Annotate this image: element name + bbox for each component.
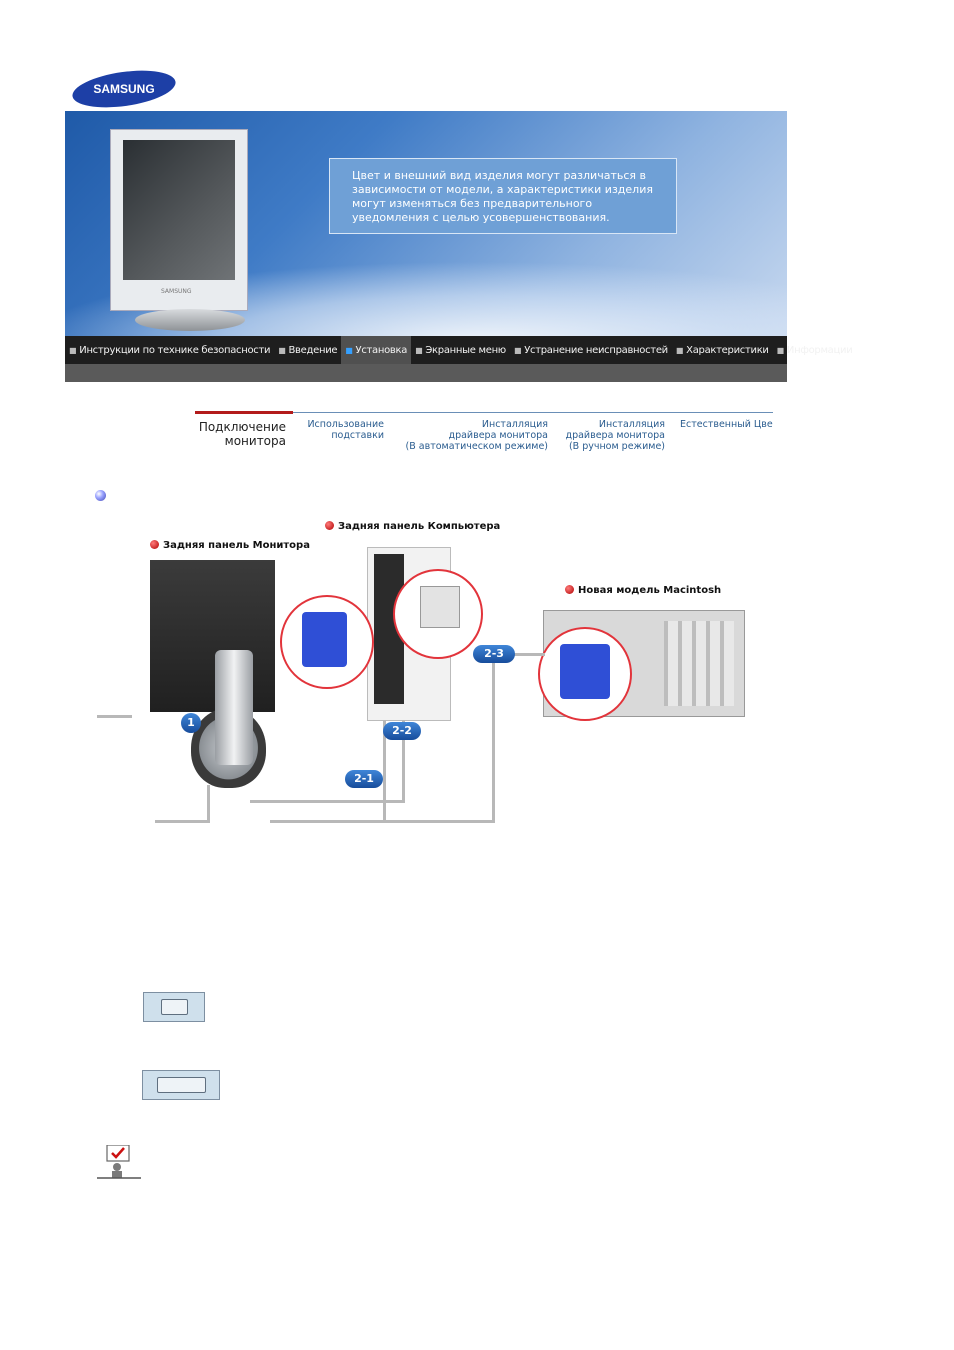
stand-neck — [215, 650, 253, 765]
badge-1: 1 — [181, 713, 201, 733]
nav-underbar — [65, 364, 787, 382]
square-bullet-icon: ■ — [513, 345, 522, 355]
tab-use-stand[interactable]: Использование подставки — [307, 419, 384, 441]
dvi-port-icon — [142, 1070, 220, 1100]
monitor-back-image — [150, 560, 275, 712]
tab-connect-monitor[interactable]: Подключение монитора — [198, 420, 286, 448]
sub-nav: Подключение монитора Использование подст… — [195, 411, 773, 459]
disclaimer-note: Цвет и внешний вид изделия могут различа… — [329, 158, 677, 234]
square-bullet-icon: ■ — [776, 345, 785, 355]
tab-natural-color[interactable]: Естественный Цвет — [680, 419, 773, 430]
dvi-zoom-circle — [393, 569, 483, 659]
mac-vga-zoom-circle — [538, 627, 632, 721]
badge-2-2: 2-2 — [383, 722, 421, 740]
tab-driver-auto[interactable]: Инсталляция драйвера монитора (В автомат… — [405, 419, 548, 452]
nav-item-specs[interactable]: ■Характеристики — [675, 344, 769, 356]
nav-item-safety[interactable]: ■Инструкции по технике безопасности — [69, 344, 271, 356]
square-bullet-icon: ■ — [675, 345, 684, 355]
square-bullet-icon: ■ — [69, 345, 77, 355]
logo-text: SAMSUNG — [93, 82, 154, 96]
nav-item-setup[interactable]: ■Установка — [341, 336, 412, 364]
vga-port-icon — [143, 992, 205, 1022]
monitor-image: SAMSUNG — [110, 129, 248, 311]
square-bullet-icon: ■ — [415, 345, 423, 355]
red-dot-icon — [150, 540, 159, 549]
nav-item-info[interactable]: ■Информации — [776, 344, 853, 356]
hero-banner: SAMSUNG Цвет и внешний вид изделия могут… — [65, 111, 787, 336]
tab-driver-manual[interactable]: Инсталляция драйвера монитора (В ручном … — [565, 419, 665, 452]
red-dot-icon — [565, 585, 574, 594]
nav-item-intro[interactable]: ■Введение — [278, 344, 338, 356]
nav-item-osd[interactable]: ■Экранные меню — [415, 344, 506, 356]
label-mac: Новая модель Macintosh — [565, 585, 721, 596]
monitor-stand-image — [135, 309, 245, 331]
badge-2-1: 2-1 — [345, 770, 383, 788]
label-computer-back: Задняя панель Компьютера — [325, 521, 500, 532]
connection-diagram: Задняя панель Компьютера Задняя панель М… — [95, 515, 775, 835]
note-icon — [97, 1144, 141, 1179]
square-bullet-icon: ■ — [345, 345, 353, 355]
monitor-brand-label: SAMSUNG — [161, 288, 192, 295]
nav-item-troubleshooting[interactable]: ■Устранение неисправностей — [513, 344, 668, 356]
square-bullet-icon: ■ — [278, 345, 286, 355]
label-monitor-back: Задняя панель Монитора — [150, 540, 310, 551]
badge-2-3: 2-3 — [473, 645, 515, 663]
bullet-icon — [95, 490, 106, 501]
vga-zoom-circle — [280, 595, 374, 689]
samsung-logo: SAMSUNG — [71, 70, 177, 108]
main-nav: ■Инструкции по технике безопасности ■Вве… — [65, 336, 853, 364]
red-dot-icon — [325, 521, 334, 530]
active-tab-indicator — [195, 411, 293, 414]
